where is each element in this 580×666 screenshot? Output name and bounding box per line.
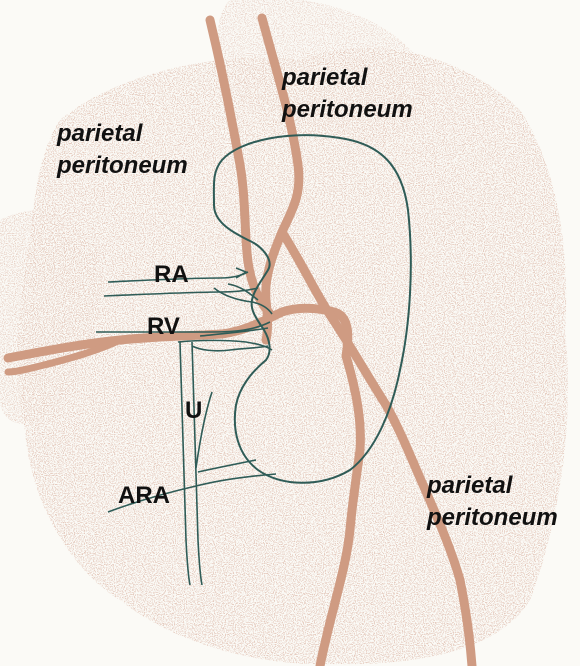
peritoneum-label-left-line1: parietal [57,122,188,146]
peritoneum-label-left-line2: peritoneum [57,154,188,178]
label-renal-artery: RA [154,263,189,287]
peritoneum-label-top-line1: parietal [282,66,413,90]
peritoneum-label-right: parietal peritoneum [427,474,558,530]
peritoneum-label-right-line1: parietal [427,474,558,498]
label-ureter: U [185,399,202,423]
label-renal-vein: RV [147,315,180,339]
peritoneum-label-top-line2: peritoneum [282,98,413,122]
peritoneum-label-left: parietal peritoneum [57,122,188,178]
peritoneum-label-right-line2: peritoneum [427,506,558,530]
label-accessory-renal-artery: ARA [118,484,170,508]
peritoneum-label-top: parietal peritoneum [282,66,413,122]
